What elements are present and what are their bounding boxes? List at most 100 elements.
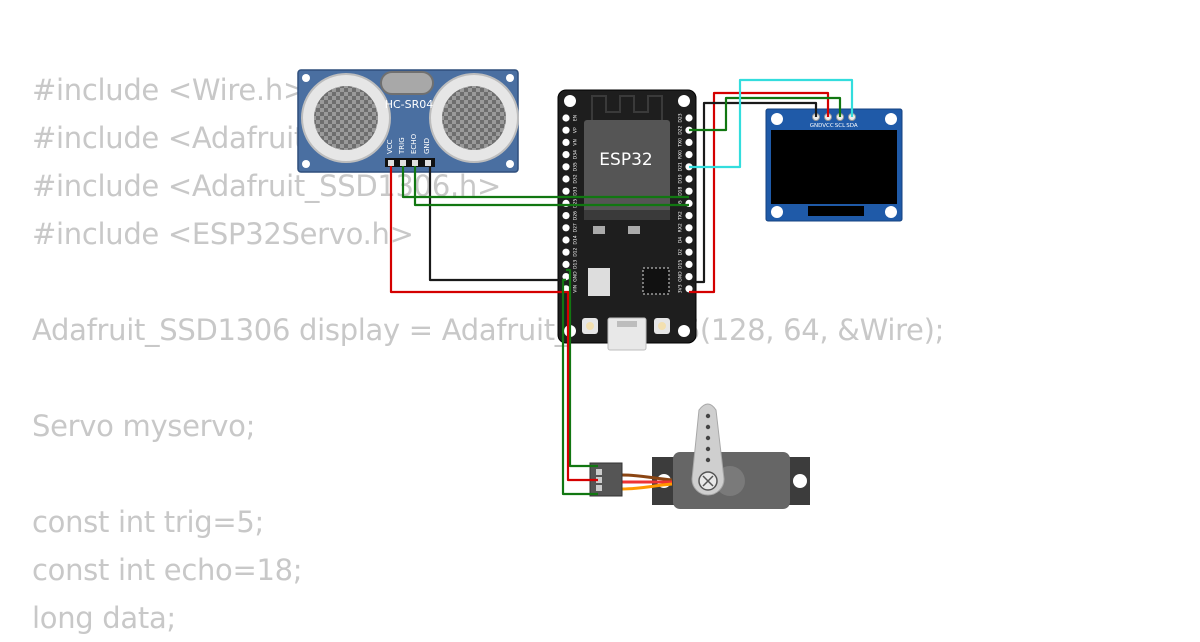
sensor-pin-trig[interactable] [400,160,406,166]
chip-inline [593,226,605,234]
esp32-pin-d26[interactable] [562,212,570,220]
horn-hole [705,413,711,419]
mount-hole [771,113,783,125]
sensor-pin-label: GND [423,138,431,154]
esp32-pin-label: D13 [573,260,579,269]
esp32-pin-rx0[interactable] [685,151,693,159]
wire-servo-vcc[interactable] [566,290,598,482]
servo-pin-signal[interactable] [596,485,602,491]
oled-ribbon [808,206,864,216]
esp32-pin-label: D18 [678,186,684,195]
esp32-pin-d4[interactable] [685,236,693,244]
servo-pin-vcc[interactable] [596,477,602,483]
esp32-pin-d2[interactable] [685,248,693,256]
esp32-pin-d32[interactable] [562,175,570,183]
esp32-pin-gnd[interactable] [562,273,570,281]
sensor-header-pins [385,158,435,167]
esp32-pin-vn[interactable] [562,138,570,146]
wire-servo-gnd[interactable] [561,278,598,496]
esp32-pin-d35[interactable] [562,163,570,171]
wire-oled-gnd[interactable] [689,101,818,284]
esp32-pin-d34[interactable] [562,151,570,159]
servo-motor[interactable] [589,403,810,509]
esp32-pin-label: D19 [678,174,684,183]
esp32-pin-label: D22 [678,125,684,134]
esp32-pin-vin[interactable] [562,285,570,293]
code-line: const int trig=5; [32,505,264,539]
horn-hole [705,446,711,452]
esp32-pin-d23[interactable] [685,114,693,122]
wire-trig[interactable] [401,166,689,199]
horn-hole [705,435,711,441]
sensor-pin-label: VCC [386,139,394,154]
esp32-module-base [584,210,670,220]
esp32-pin-d15[interactable] [685,260,693,268]
esp32-right-pin-column: D23D22TX0RX0D21D19D18D5TX2RX2D4D2D15GND3… [678,113,693,293]
oled-pin-label: GND [810,123,823,129]
code-line: Servo myservo; [32,409,256,443]
esp32-pin-3v3[interactable] [685,285,693,293]
voltage-regulator [588,268,610,296]
esp32-pin-d18[interactable] [685,187,693,195]
boot-button-cap [586,322,594,330]
sensor-label: HC-SR04 [385,98,434,111]
esp32-pin-d19[interactable] [685,175,693,183]
mount-hole [885,113,897,125]
mount-hole [885,206,897,218]
mount-hole [302,160,310,168]
esp32-pin-gnd[interactable] [685,273,693,281]
mount-hole [302,74,310,82]
esp32-pin-en[interactable] [562,114,570,122]
antenna-trace [591,95,663,120]
esp32-pin-label: TX2 [678,211,684,221]
wire-oled-vcc[interactable] [689,91,830,294]
wire-vcc-sensor[interactable] [389,166,566,294]
sensor-pin-gnd[interactable] [425,160,431,166]
esp32-pin-rx2[interactable] [685,224,693,232]
oled-pin-label: SCL [835,123,846,129]
esp32-pin-label: VN [573,139,579,145]
esp32-pin-label: D4 [678,237,684,243]
ultrasonic-sensor[interactable]: HC-SR04 VCC TRIG ECHO GND [297,69,519,173]
esp32-pin-label: VP [573,127,579,133]
sensor-pin-echo[interactable] [412,160,418,166]
esp32-pin-label: VIN [573,285,579,293]
esp32-label: ESP32 [599,150,652,170]
esp32-pin-d13[interactable] [562,260,570,268]
esp32-pin-label: RX0 [678,150,684,159]
esp32-pin-d12[interactable] [562,248,570,256]
esp32-pin-label: D35 [573,162,579,171]
mount-hole [506,74,514,82]
esp32-pin-tx0[interactable] [685,138,693,146]
mount-hole [793,474,807,488]
esp32-pin-label: D27 [573,223,579,232]
sensor-pin-vcc[interactable] [388,160,394,166]
esp32-pin-label: D34 [573,150,579,159]
wire-echo[interactable] [413,166,689,207]
code-line: #include <Adafruit_SSD1306.h> [32,169,501,203]
code-line: long data; [32,601,176,635]
esp32-pin-label: D23 [678,113,684,122]
esp32-pin-label: RX2 [678,223,684,232]
wire-oled-sda[interactable] [689,78,854,169]
wire-servo-signal[interactable] [566,268,598,468]
esp32-pin-label: GND [678,271,684,282]
esp32-pin-vp[interactable] [562,126,570,134]
oled-pin-label: VCC [822,123,834,129]
code-line: const int echo=18; [32,553,303,587]
mount-hole [771,206,783,218]
servo-pin-gnd[interactable] [596,469,602,475]
esp32-pin-label: D26 [573,211,579,220]
oled-display[interactable]: GND VCC SCL SDA [765,108,903,222]
esp32-pin-label: D5 [678,200,684,206]
esp32-pin-d33[interactable] [562,187,570,195]
wire-oled-scl[interactable] [689,96,842,132]
oled-screen [771,130,897,204]
esp32-board[interactable]: ESP32 ENVPVND34D35D32D33D25D26D27D14D12D… [557,89,697,351]
esp32-pin-d14[interactable] [562,236,570,244]
wire-gnd-sensor[interactable] [428,166,566,282]
esp32-pin-d27[interactable] [562,224,570,232]
esp32-pin-label: TX0 [678,138,684,148]
en-button-cap [658,322,666,330]
esp32-pin-tx2[interactable] [685,212,693,220]
